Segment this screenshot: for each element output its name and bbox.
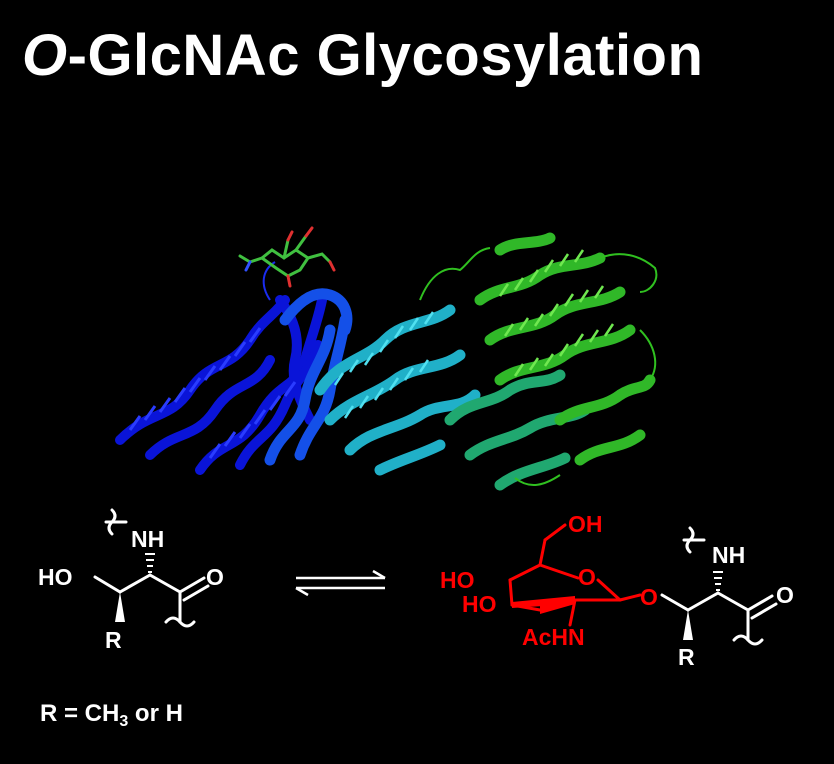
helix-domain-cyan [314, 304, 481, 476]
title-text: -GlcNAc Glycosylation [67, 23, 704, 88]
r-definition-prefix: R = CH [40, 700, 120, 727]
glcnac-ring [508, 523, 642, 627]
glcnac-ho-label-1: HO [440, 567, 475, 593]
left-ho-label: HO [38, 564, 73, 590]
glycosidic-o-label: O [640, 584, 658, 610]
glcnac-ring-wedge-2 [540, 596, 575, 614]
glcnac-stick-model [238, 226, 336, 288]
right-solid-wedge-bond [683, 610, 693, 640]
r-definition-subscript: 3 [119, 713, 129, 730]
right-nh-label: NH [712, 542, 745, 568]
r-definition-suffix: or H [128, 700, 183, 727]
right-r-label: R [678, 644, 695, 670]
left-r-label: R [105, 627, 122, 653]
glcnac-ring-o-label: O [578, 564, 596, 590]
equilibrium-arrows [295, 569, 386, 597]
glcnac-oh-label: OH [568, 511, 603, 537]
glcnac-ho-label-2: HO [462, 591, 497, 617]
right-carbonyl-o-label: O [776, 582, 794, 608]
right-hashed-wedge-bond [713, 571, 723, 591]
slide-title: O-GlcNAc Glycosylation [22, 22, 703, 89]
helix-domain-teal [444, 369, 591, 491]
hashed-wedge-bond [145, 553, 155, 573]
solid-wedge-bond [115, 592, 125, 622]
protein-ribbon-image [115, 226, 658, 491]
right-amino-acid-structure [660, 526, 778, 646]
r-group-definition: R = CH3 or H [40, 700, 183, 731]
helix-domain-mid-blue [264, 288, 353, 466]
glcnac-achn-label: AcHN [522, 624, 585, 650]
left-nh-label: NH [131, 526, 164, 552]
left-carbonyl-o-label: O [206, 564, 224, 590]
left-amino-acid-structure [93, 508, 210, 628]
title-italic-o: O [22, 23, 68, 88]
